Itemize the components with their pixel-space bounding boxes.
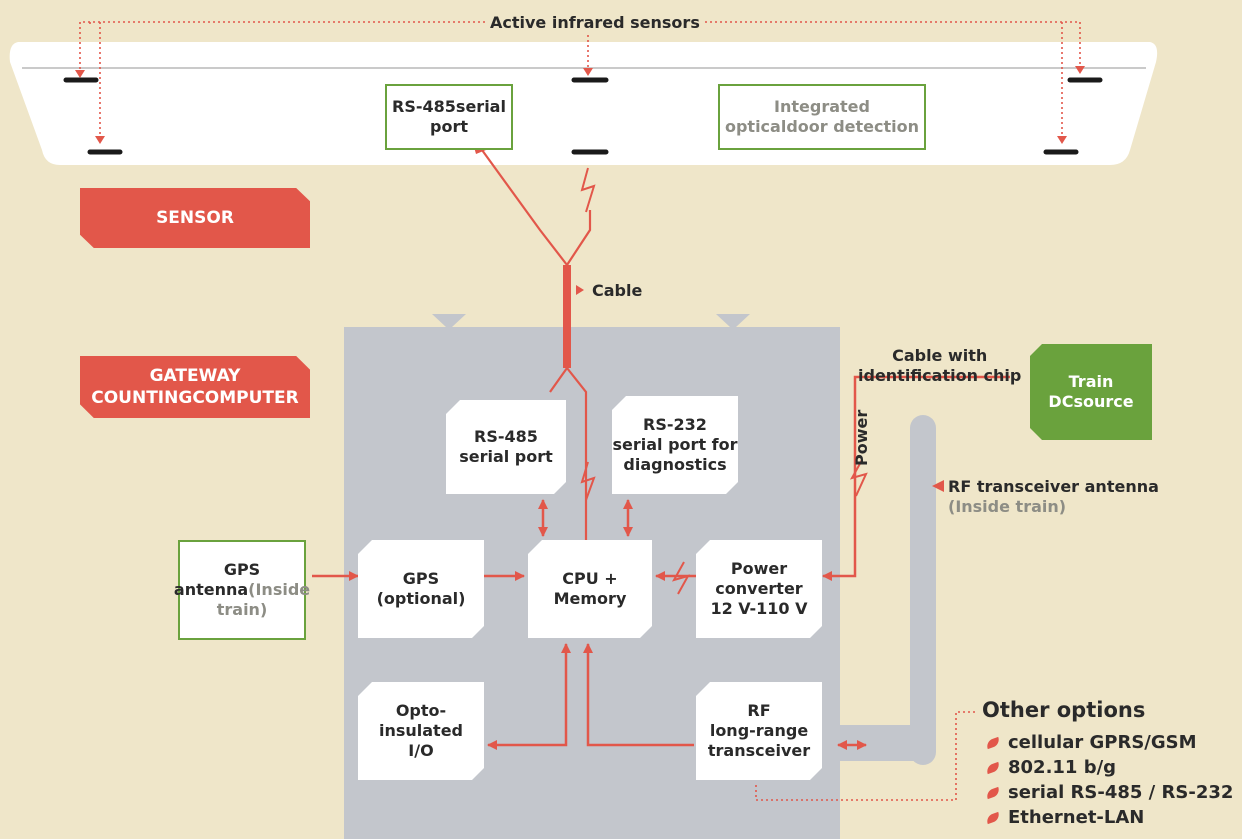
wireless-bolt-cable	[580, 461, 596, 501]
power-label: Power	[852, 409, 871, 466]
cable	[481, 149, 592, 540]
ir-callout-left	[79, 21, 485, 74]
rf-antenna-note: (Inside train)	[948, 497, 1067, 516]
gps-module: GPS(optional)	[358, 540, 484, 638]
leaf-bullet-icon	[985, 761, 1001, 774]
option-item: Ethernet-LAN	[985, 805, 1233, 830]
sensor-banner: SENSOR	[80, 188, 310, 248]
ir-callout-left-2	[89, 22, 101, 140]
gps-antenna-note: (Inside train)	[216, 580, 311, 619]
cpu-memory: CPU +Memory	[528, 540, 652, 638]
diagram-title: Active infrared sensors	[486, 13, 704, 33]
cpu-opto-link	[487, 643, 571, 750]
leaf-bullet-icon	[985, 736, 1001, 749]
wireless-bolt-top	[580, 167, 596, 213]
rf-antenna-pointer	[932, 480, 944, 492]
other-options-title: Other options	[982, 698, 1146, 722]
option-item: serial RS-485 / RS-232	[985, 780, 1233, 805]
train-dc-source: Train DCsource	[1030, 344, 1152, 440]
gps-antenna: GPS antenna(Inside train)	[174, 540, 310, 640]
gateway-banner: GATEWAY COUNTINGCOMPUTER	[80, 356, 310, 418]
option-item: 802.11 b/g	[985, 755, 1233, 780]
rf-antenna	[838, 415, 936, 765]
ir-callout-arrowheads	[75, 66, 1085, 144]
cable-label-pointer	[576, 285, 584, 295]
optical-door-detection: Integrated opticaldoor detection	[718, 84, 926, 150]
other-options-list: cellular GPRS/GSM 802.11 b/g serial RS-4…	[985, 730, 1233, 830]
power-line-bolt	[849, 459, 868, 497]
sensor-bar	[9, 42, 1158, 165]
leaf-bullet-icon	[985, 786, 1001, 799]
cable-chip-label: Cable with identification chip	[858, 346, 1022, 385]
sensor-rs485-port: RS-485serial port	[385, 84, 513, 150]
ir-sensors	[63, 77, 1103, 155]
internal-links	[312, 375, 1010, 750]
leaf-bullet-icon	[985, 811, 1001, 824]
ir-callouts	[79, 21, 1081, 140]
cable-label: Cable	[592, 281, 643, 300]
ir-callout-right	[690, 21, 1081, 70]
other-options-link	[755, 711, 978, 801]
rf-antenna-label: RF transceiver antenna (Inside train)	[948, 477, 1159, 516]
power-bolt	[671, 561, 691, 595]
cpu-rf-link	[583, 643, 694, 747]
option-item: cellular GPRS/GSM	[985, 730, 1233, 755]
